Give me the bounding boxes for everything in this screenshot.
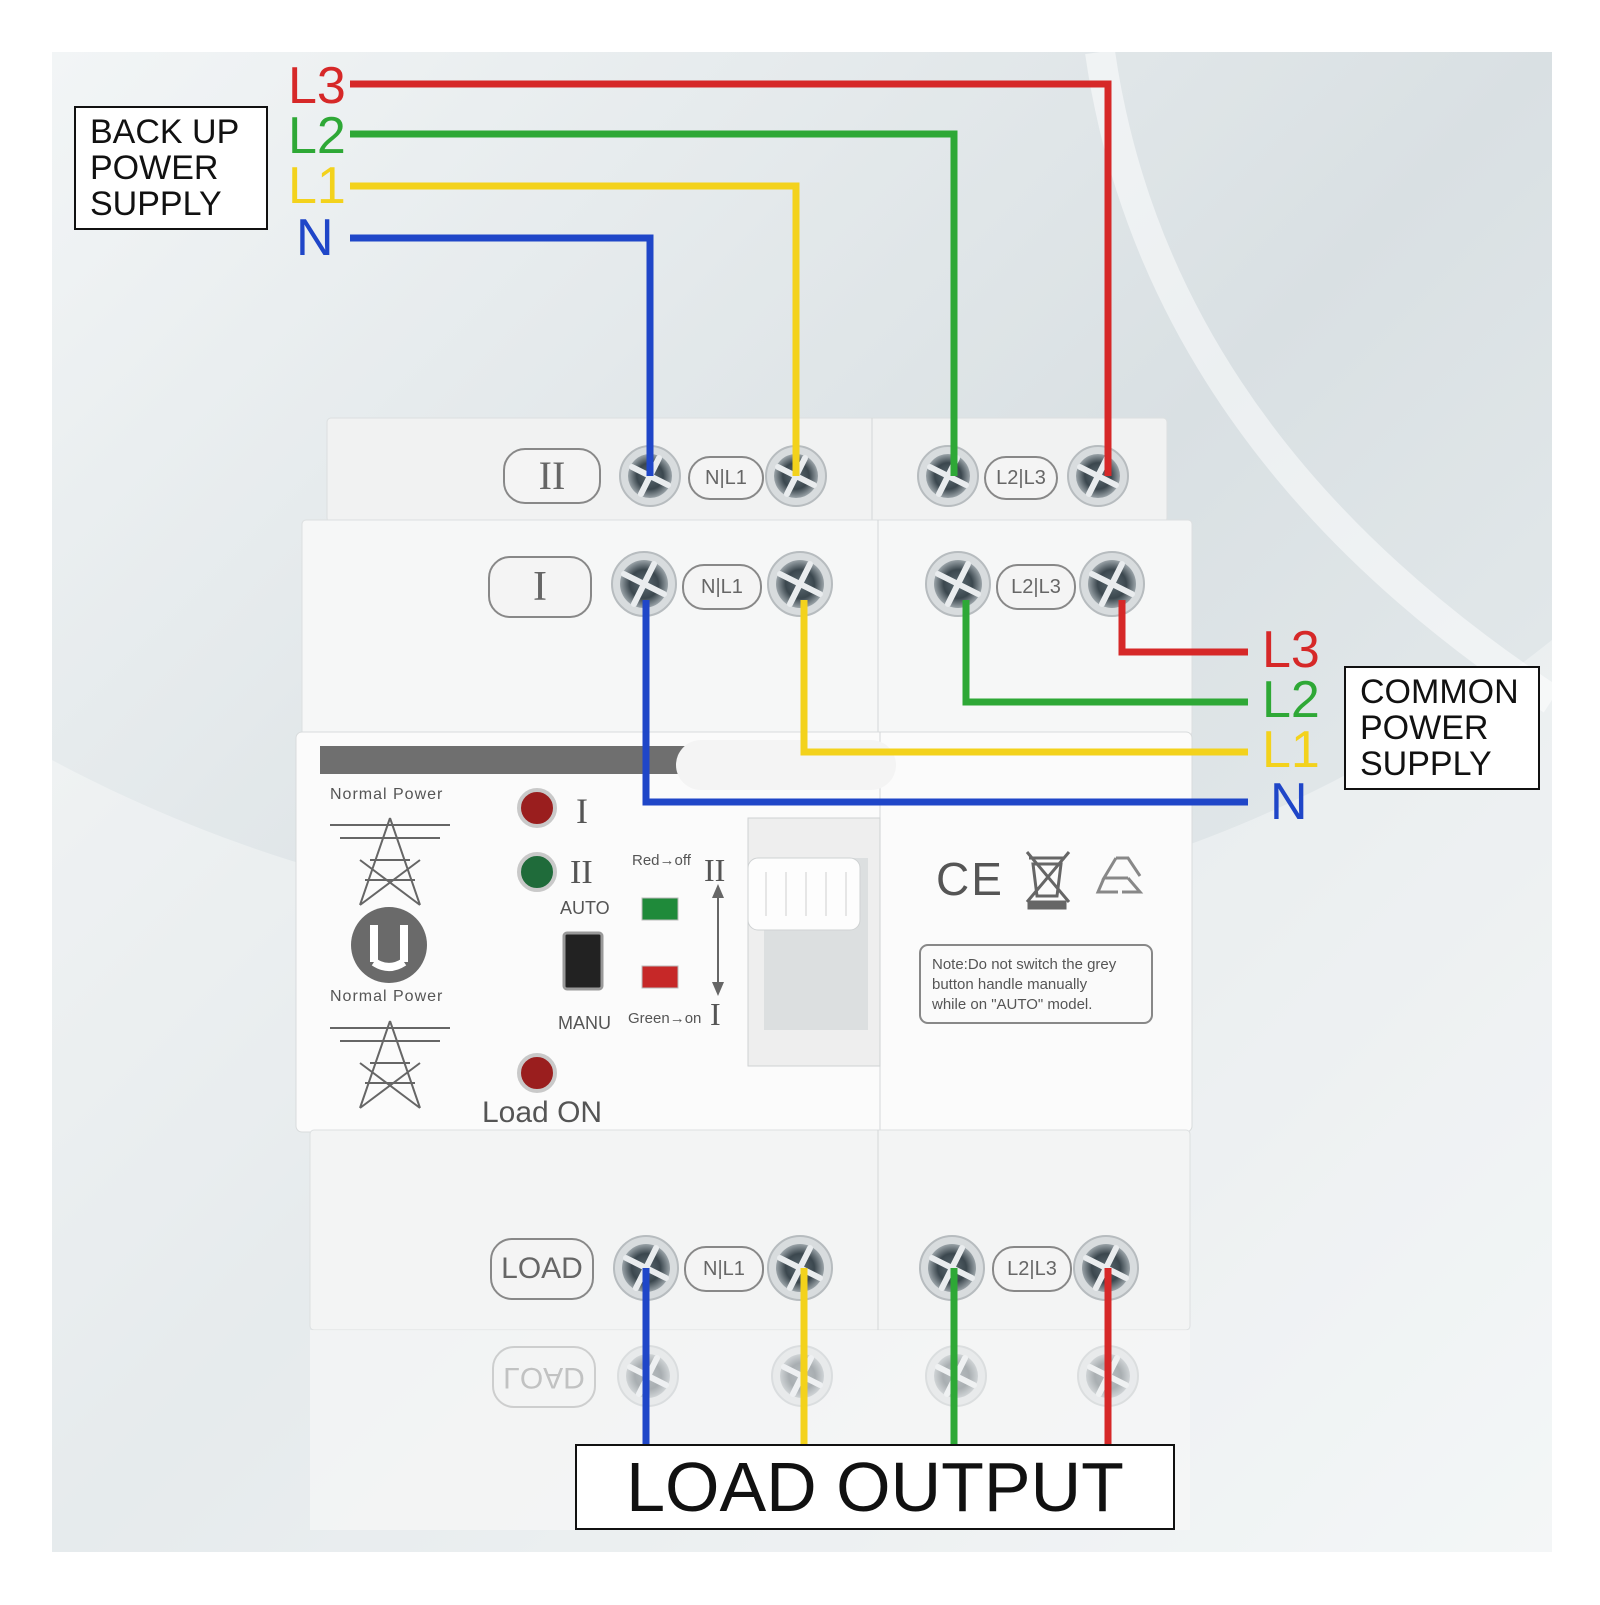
backup-power-supply-label: BACK UP POWER SUPPLY bbox=[74, 106, 268, 230]
backup-label-line3: SUPPLY bbox=[90, 185, 222, 223]
background-streak bbox=[1085, 49, 1561, 713]
ce-mark: CE bbox=[936, 853, 1004, 905]
red-status-window bbox=[641, 965, 679, 989]
backup-n-wire bbox=[350, 234, 654, 476]
auto-manu-switch[interactable] bbox=[562, 931, 604, 991]
terminal-pair-l2-l3-top: L2|L3 bbox=[984, 456, 1058, 500]
recycle-icon bbox=[1095, 856, 1144, 894]
common-label-line1: COMMON bbox=[1360, 673, 1519, 711]
note-line-1: Note:Do not switch the grey bbox=[932, 956, 1117, 973]
load-badge-reflection: LOAD bbox=[492, 1346, 596, 1408]
auto-label: AUTO bbox=[560, 898, 610, 918]
common-label-line2: POWER bbox=[1360, 709, 1489, 747]
backup-l2-label: L2 bbox=[288, 107, 346, 165]
note-line-3: while on "AUTO" model. bbox=[932, 996, 1093, 1013]
screw-second-n bbox=[611, 551, 677, 617]
backup-l2-wire bbox=[350, 130, 958, 476]
common-l1-label: L1 bbox=[1262, 721, 1320, 779]
normal-power-top-label: Normal Power bbox=[330, 786, 444, 803]
common-l3-wire bbox=[1118, 600, 1248, 656]
warning-note-text: Note:Do not switch the grey button handl… bbox=[932, 955, 1116, 1015]
indicator-two-label: II bbox=[570, 854, 593, 891]
row-two-badge: II bbox=[503, 448, 601, 504]
common-n-wire bbox=[642, 600, 1248, 806]
backup-l3-label: L3 bbox=[288, 57, 346, 115]
backup-l3-wire bbox=[350, 80, 1112, 476]
note-line-2: button handle manually bbox=[932, 976, 1088, 993]
power-pylon-icon bbox=[330, 1020, 450, 1109]
blurred-logo-area bbox=[676, 740, 896, 790]
indicator-one-label: I bbox=[576, 791, 588, 831]
terminal-pair-n-l1-second: N|L1 bbox=[682, 564, 762, 610]
switch-position-one: I bbox=[710, 996, 721, 1032]
normal-power-bottom-label: Normal Power bbox=[330, 988, 444, 1005]
screw-second-l2 bbox=[925, 551, 991, 617]
load-on-led bbox=[517, 1053, 557, 1093]
terminal-screws bbox=[611, 445, 1145, 1407]
warning-note-box bbox=[919, 944, 1153, 1024]
red-off-label: Red→off bbox=[632, 852, 691, 869]
common-l3-label: L3 bbox=[1262, 621, 1320, 679]
screw-top-l3 bbox=[1067, 445, 1129, 507]
indicator-led-one bbox=[517, 788, 557, 828]
common-n-label: N bbox=[1270, 773, 1308, 831]
brand-logo bbox=[351, 907, 427, 983]
lever-handle[interactable] bbox=[747, 857, 861, 931]
weee-bin-icon bbox=[1025, 851, 1071, 910]
backup-n-label: N bbox=[296, 209, 334, 267]
load-on-label: Load ON bbox=[482, 1096, 603, 1129]
common-l2-wire bbox=[962, 600, 1248, 706]
common-power-supply-label: COMMON POWER SUPPLY bbox=[1344, 666, 1540, 790]
screw-second-l1 bbox=[767, 551, 833, 617]
load-output-text: LOAD OUTPUT bbox=[626, 1448, 1124, 1526]
backup-l1-label: L1 bbox=[288, 157, 346, 215]
lower-terminal-block bbox=[309, 1129, 1191, 1331]
power-pylon-icon bbox=[330, 817, 450, 906]
green-on-label: Green→on bbox=[628, 1010, 702, 1027]
wire-group bbox=[350, 80, 1248, 1444]
terminal-pair-n-l1-load: N|L1 bbox=[684, 1246, 764, 1292]
backup-l1-wire bbox=[350, 182, 800, 476]
screw-second-l3 bbox=[1079, 551, 1145, 617]
switch-position-two: II bbox=[704, 852, 726, 888]
load-terminal-badge: LOAD bbox=[490, 1238, 594, 1300]
common-label-line3: SUPPLY bbox=[1360, 745, 1492, 783]
load-output-label: LOAD OUTPUT bbox=[575, 1444, 1175, 1530]
terminal-pair-n-l1-top: N|L1 bbox=[688, 456, 764, 500]
row-one-badge: I bbox=[488, 556, 592, 618]
green-status-window bbox=[641, 897, 679, 921]
screw-top-l2 bbox=[917, 445, 979, 507]
backup-label-line2: POWER bbox=[90, 149, 219, 187]
terminal-pair-l2-l3-load: L2|L3 bbox=[992, 1246, 1072, 1292]
backup-label-line1: BACK UP bbox=[90, 113, 240, 151]
indicator-led-two bbox=[517, 852, 557, 892]
screw-load-l1 bbox=[767, 1235, 833, 1301]
manu-label: MANU bbox=[558, 1013, 611, 1033]
common-l2-label: L2 bbox=[1262, 671, 1320, 729]
common-l1-wire bbox=[800, 600, 1248, 756]
terminal-pair-l2-l3-second: L2|L3 bbox=[996, 564, 1076, 610]
